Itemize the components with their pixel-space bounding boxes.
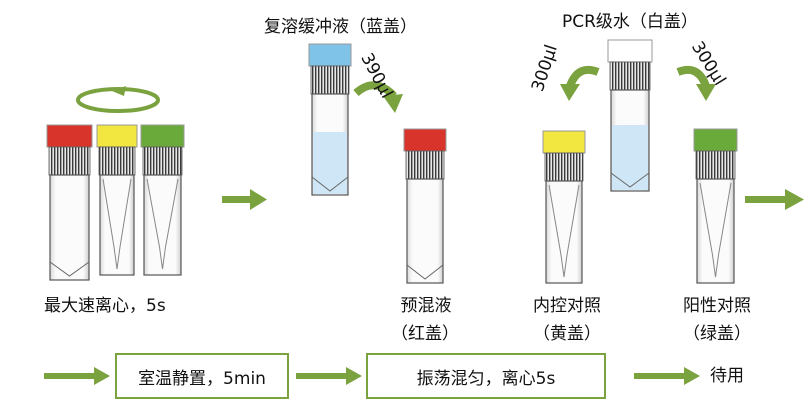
tube-cap (542, 130, 586, 154)
positive-control-name-label: 阳性对照 (683, 296, 751, 316)
rotation-arrow-icon (76, 86, 160, 113)
premix-name-label: 预混液 (400, 296, 452, 316)
tube-cap (308, 43, 352, 67)
tube-inner-cone (548, 184, 580, 278)
tube-thread (48, 146, 91, 176)
tube-thread (695, 150, 736, 180)
tube-bottom (406, 264, 444, 280)
tube-inner-cone (699, 182, 732, 278)
transfer-arrow-right-icon (676, 65, 710, 88)
tube-body (49, 174, 90, 281)
step-shake-label: 振荡混匀，离心5s (416, 368, 556, 389)
redissolve-buffer-tube-icon (308, 43, 352, 196)
internal-control-tube-icon (542, 130, 586, 284)
premix-cap-label: （红盖） (391, 324, 459, 344)
tube-bottom (610, 172, 650, 188)
tube-cap (140, 124, 185, 148)
tube-bottom (311, 176, 349, 192)
step-rest-label: 室温静置，5min (138, 368, 266, 389)
flow-arrow-icon (296, 367, 362, 385)
transfer-arrowhead-icon (560, 84, 580, 101)
tube-cap (46, 124, 93, 148)
tube-body (99, 174, 135, 276)
step-wait-label: 待用 (710, 366, 744, 386)
premix-tube-icon (46, 124, 93, 281)
internal-control-cap-label: （黄盖） (533, 324, 601, 344)
internal-control-name-label: 内控对照 (533, 296, 601, 316)
flow-arrow-icon (634, 367, 700, 385)
flow-arrow-icon (44, 367, 110, 385)
tube-body (545, 180, 583, 284)
transfer-arrow-left-icon (566, 65, 600, 88)
tube-thread (405, 150, 445, 180)
internal-control-tube-icon (96, 124, 138, 276)
tube-cap (403, 128, 447, 152)
tube-liquid (313, 132, 347, 194)
tube-inner-cone (102, 178, 132, 270)
pcr-water-label: PCR级水（白盖） (562, 12, 698, 32)
step-rest-box: 室温静置，5min (115, 353, 289, 399)
tube-body (696, 178, 735, 284)
transfer-arrowhead-icon (383, 94, 403, 113)
tube-thread (544, 152, 584, 182)
transfer-arrowhead-icon (696, 84, 716, 101)
tube-body (143, 174, 182, 276)
transfer-arrow-icon (353, 81, 397, 99)
premix-tube-icon (403, 128, 447, 284)
tube-cap (96, 124, 138, 148)
positive-control-tube-icon (693, 128, 738, 284)
pcr-water-tube-icon (607, 39, 653, 192)
step-shake-box: 振荡混匀，离心5s (366, 353, 606, 399)
centrifuge-label: 最大速离心，5s (44, 296, 166, 316)
tube-thread (310, 65, 350, 95)
flow-arrow-icon (222, 189, 267, 210)
tube-cap (607, 39, 653, 63)
tube-thread (142, 146, 183, 176)
positive-control-tube-icon (140, 124, 185, 276)
flow-arrow-icon (745, 189, 804, 210)
tube-thread (609, 61, 651, 91)
positive-control-cap-label: （绿盖） (683, 324, 751, 344)
tube-cap (693, 128, 738, 152)
tube-bottom (49, 261, 90, 277)
tube-body (406, 178, 444, 284)
tube-liquid (612, 125, 648, 190)
redissolve-buffer-label: 复溶缓冲液（蓝盖） (264, 17, 417, 37)
tube-thread (98, 146, 136, 176)
tube-inner-cone (146, 178, 179, 270)
